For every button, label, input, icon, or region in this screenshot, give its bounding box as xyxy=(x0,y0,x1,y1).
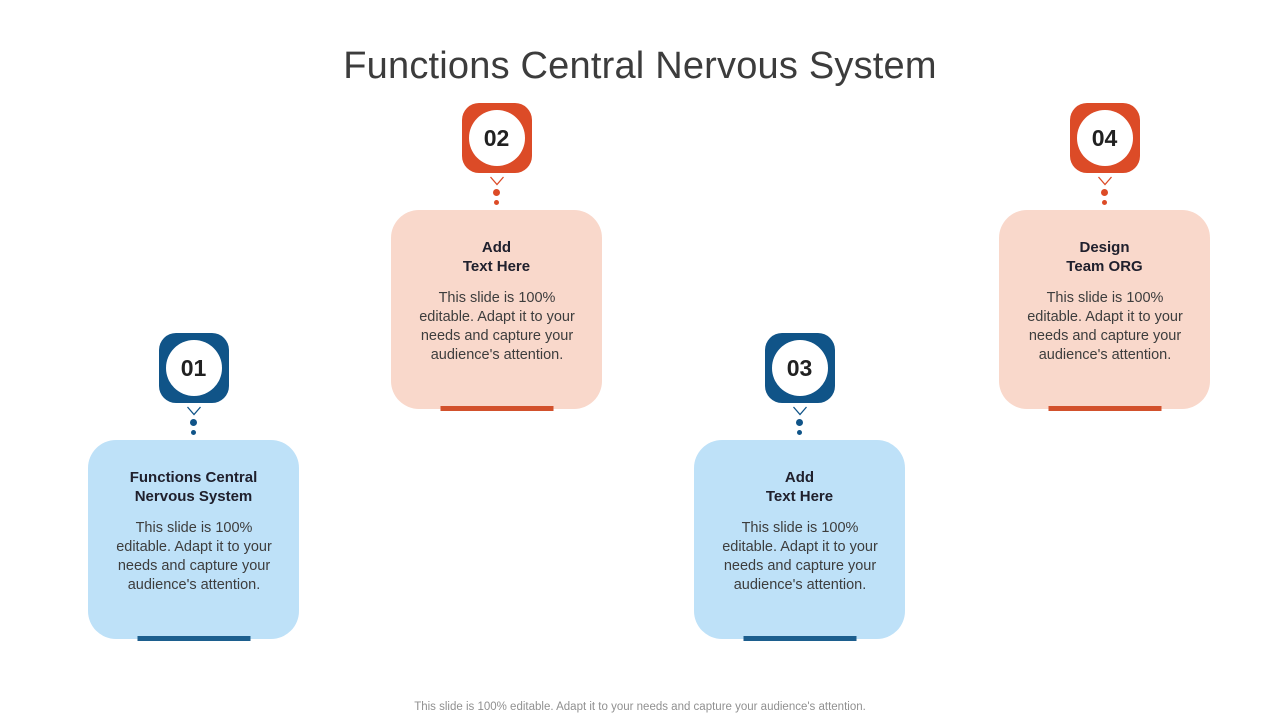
card-accent-bar xyxy=(743,636,856,641)
badge-circle: 04 xyxy=(1076,110,1133,166)
card-title: Add Text Here xyxy=(462,239,531,276)
step-card[interactable]: Design Team ORG This slide is 100% edita… xyxy=(999,210,1210,411)
step-number-badge[interactable]: 04 xyxy=(1069,103,1140,173)
step-number-badge[interactable]: 02 xyxy=(461,103,532,173)
card-body: This slide is 100% editable. Adapt it to… xyxy=(1027,290,1183,364)
step-number: 01 xyxy=(180,354,207,381)
step-item-01: 01 Functions Central Nervous System This… xyxy=(88,333,299,641)
card-title: Design Team ORG xyxy=(1066,239,1143,276)
page-title: Functions Central Nervous System xyxy=(343,45,937,88)
card-accent-bar xyxy=(1048,406,1161,411)
connector-dot xyxy=(190,419,197,426)
step-item-02: 02 Add Text Here This slide is 100% edit… xyxy=(391,103,602,411)
connector-dot xyxy=(796,419,803,426)
connector-dot xyxy=(1101,189,1108,196)
step-item-04: 04 Design Team ORG This slide is 100% ed… xyxy=(999,103,1210,411)
chevron-down-icon xyxy=(792,406,807,416)
connector-dot xyxy=(494,200,499,205)
connector-dot xyxy=(191,430,196,435)
step-number-badge[interactable]: 03 xyxy=(764,333,835,403)
chevron-down-icon xyxy=(186,406,201,416)
step-number: 02 xyxy=(483,124,510,151)
connector-dot xyxy=(797,430,802,435)
step-number: 03 xyxy=(786,354,813,381)
step-card[interactable]: Add Text Here This slide is 100% editabl… xyxy=(694,440,905,641)
footer-note: This slide is 100% editable. Adapt it to… xyxy=(414,701,866,713)
step-card[interactable]: Functions Central Nervous System This sl… xyxy=(88,440,299,641)
card-body: This slide is 100% editable. Adapt it to… xyxy=(722,520,878,594)
card-title: Add Text Here xyxy=(765,469,834,506)
connector-dot xyxy=(493,189,500,196)
step-number: 04 xyxy=(1091,124,1118,151)
card-body: This slide is 100% editable. Adapt it to… xyxy=(419,290,575,364)
card-accent-bar xyxy=(440,406,553,411)
card-accent-bar xyxy=(137,636,250,641)
card-body: This slide is 100% editable. Adapt it to… xyxy=(116,520,272,594)
badge-circle: 01 xyxy=(165,340,222,396)
step-item-03: 03 Add Text Here This slide is 100% edit… xyxy=(694,333,905,641)
badge-circle: 03 xyxy=(771,340,828,396)
card-title: Functions Central Nervous System xyxy=(129,469,258,506)
badge-circle: 02 xyxy=(468,110,525,166)
chevron-down-icon xyxy=(1097,176,1112,186)
step-card[interactable]: Add Text Here This slide is 100% editabl… xyxy=(391,210,602,411)
chevron-down-icon xyxy=(489,176,504,186)
connector-dot xyxy=(1102,200,1107,205)
step-number-badge[interactable]: 01 xyxy=(158,333,229,403)
